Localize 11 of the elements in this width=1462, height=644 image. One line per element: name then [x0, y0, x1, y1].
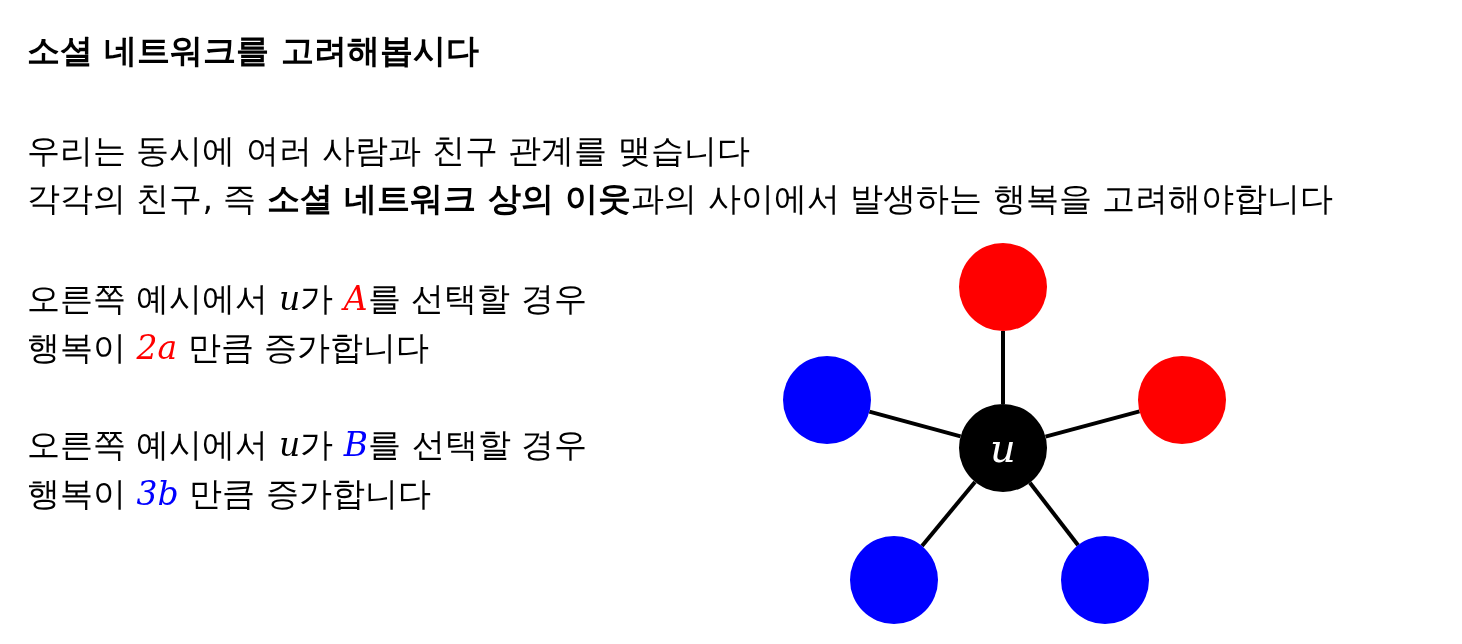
connector-line	[920, 480, 977, 548]
body-text: 각각의 친구, 즉 소셜 네트워크 상의 이웃과의 사이에서 발생하는 행복을 고려해야합니다	[27, 178, 1334, 220]
node-label: u	[990, 428, 1016, 468]
connector-line	[868, 409, 962, 439]
body-text: 오른쪽 예시에서 u가 B를 선택할 경우 행복이 3b 만큼 증가합니다	[27, 424, 588, 515]
body-text: 오른쪽 예시에서 u가 A를 선택할 경우 행복이 2a 만큼 증가합니다	[27, 278, 588, 369]
connector-line	[1001, 331, 1005, 404]
slide-title: 소셜 네트워크를 고려해봅시다	[27, 30, 479, 72]
body-text: 우리는 동시에 여러 사람과 친구 관계를 맺습니다	[27, 130, 750, 172]
connector-line	[1045, 409, 1140, 439]
connector-line	[1028, 481, 1080, 547]
